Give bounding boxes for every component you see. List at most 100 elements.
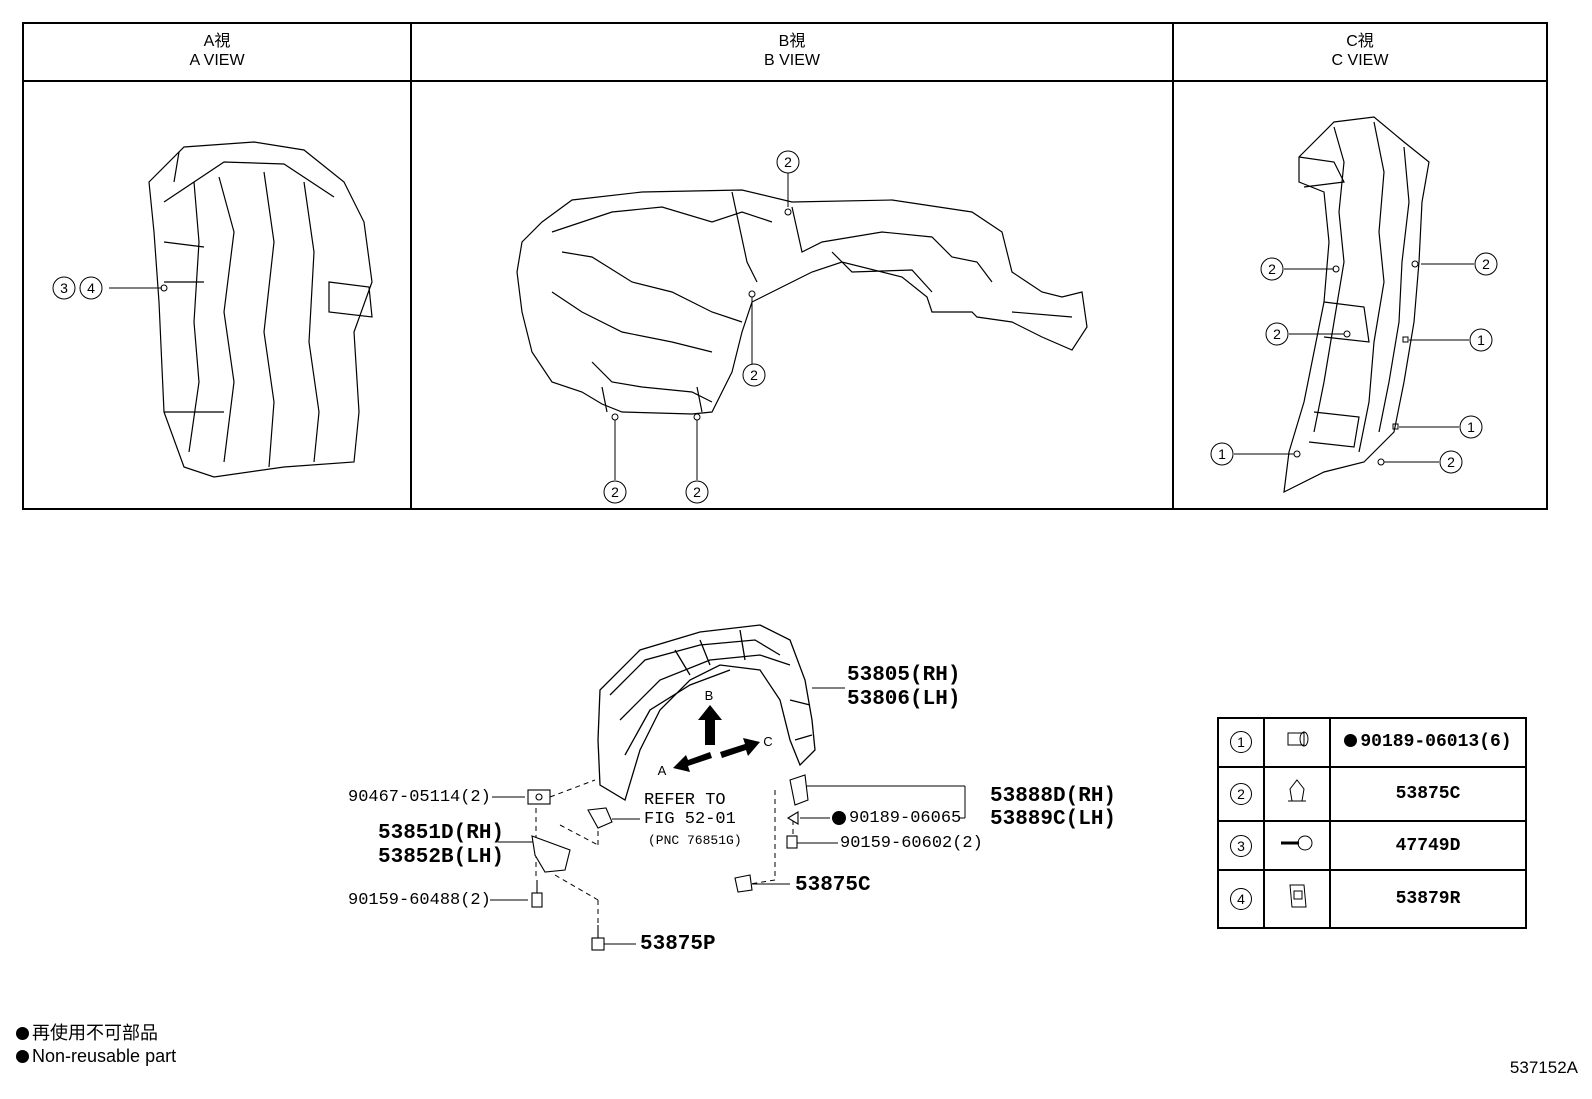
b-view-drawing: 2 2 2 2 xyxy=(516,150,1088,504)
table-part-cell: 53875C xyxy=(1329,765,1527,823)
bracket-icon xyxy=(531,835,571,873)
label-53875p: 53875P xyxy=(640,933,716,956)
table-num: 3 xyxy=(1230,834,1252,857)
label-53852b-lh: 53852B(LH) xyxy=(378,846,505,869)
panel-c-title-en: C VIEW xyxy=(1331,52,1389,69)
drawing-number: 537152A xyxy=(1509,1058,1578,1077)
c-callout-6: 1 xyxy=(1218,446,1226,462)
panel-a-title-jp: A視 xyxy=(203,33,231,50)
label-refer-line2: FIG 52-01 xyxy=(644,810,736,829)
arrow-a-label: A xyxy=(658,763,667,778)
c-view-leaders xyxy=(1234,260,1474,466)
fastener-table: 1 90189-06013(6) 2 53875C 3 47749D 4 538… xyxy=(1217,717,1527,929)
screw-grommet-icon xyxy=(1281,835,1313,851)
table-part: 90189-06013(6) xyxy=(1360,732,1512,753)
panel-a-title-en: A VIEW xyxy=(189,52,245,69)
table-icon-cell xyxy=(1263,717,1331,768)
table-icon-cell xyxy=(1263,765,1331,823)
clip-nonreuse-icon xyxy=(786,811,799,825)
arrow-c-label: C xyxy=(763,734,772,749)
view-panels: A視 A VIEW 3 4 xyxy=(22,22,1548,510)
a-view-drawing: 3 4 xyxy=(52,141,373,478)
b-view-liner-outline xyxy=(516,189,1088,415)
panel-b-title-jp: B視 xyxy=(778,33,806,50)
nonreuse-dot-icon xyxy=(832,811,846,825)
table-num-cell: 3 xyxy=(1217,820,1265,872)
label-90189-06065: 90189-06065 xyxy=(849,809,962,828)
main-leaders xyxy=(490,687,966,945)
table-icon-cell xyxy=(1263,820,1331,872)
fender-liner-drawing xyxy=(597,624,816,801)
a-view-hole xyxy=(160,284,168,292)
table-part: 47749D xyxy=(1395,835,1461,856)
table-icon-cell xyxy=(1263,869,1331,929)
table-part-cell: 90189-06013(6) xyxy=(1329,717,1527,768)
label-refer-line3: (PNC 76851G) xyxy=(648,833,742,848)
panel-b-header: B視 B VIEW xyxy=(412,24,1172,82)
table-num: 4 xyxy=(1230,888,1252,911)
panel-b-title-en: B VIEW xyxy=(763,52,820,69)
a-callout-2: 4 xyxy=(87,280,95,296)
c-view-drawing: 2 2 2 1 1 1 2 xyxy=(1210,116,1498,494)
legend: 再使用不可部品 Non-reusable part xyxy=(16,1022,176,1068)
arrow-c-icon xyxy=(720,738,760,758)
legend-en: Non-reusable part xyxy=(16,1045,176,1068)
nut-clip-icon xyxy=(527,789,551,805)
b-callout-3: 2 xyxy=(611,484,619,500)
b-view-callouts: 2 2 2 2 xyxy=(603,150,800,504)
table-num-cell: 4 xyxy=(1217,869,1265,929)
label-53806-lh: 53806(LH) xyxy=(847,688,961,711)
label-90159-60488: 90159-60488(2) xyxy=(348,891,491,910)
a-callout-1: 3 xyxy=(60,280,68,296)
label-53875c: 53875C xyxy=(795,874,871,897)
legend-jp-text: 再使用不可部品 xyxy=(32,1023,158,1043)
c-view-liner-outline xyxy=(1283,116,1430,494)
legend-dot-icon xyxy=(16,1027,29,1040)
push-clip-icon xyxy=(1287,731,1309,747)
table-num: 1 xyxy=(1230,731,1252,754)
table-num-cell: 2 xyxy=(1217,765,1265,823)
table-part-cell: 47749D xyxy=(1329,820,1527,872)
label-53889c-lh: 53889C(LH) xyxy=(990,808,1117,831)
b-view-leaders xyxy=(611,172,792,480)
panel-a-view: A視 A VIEW 3 4 xyxy=(24,24,410,508)
c-callout-5: 1 xyxy=(1467,419,1475,435)
panel-b-view: B視 B VIEW xyxy=(410,24,1172,508)
c-view-callouts: 2 2 2 1 1 1 2 xyxy=(1210,252,1498,474)
b-callout-4: 2 xyxy=(693,484,701,500)
panel-a-header: A視 A VIEW xyxy=(24,24,410,82)
nut-clip-icon xyxy=(1289,884,1307,908)
label-53851d-rh: 53851D(RH) xyxy=(378,822,505,845)
table-part: 53879R xyxy=(1395,889,1461,910)
arrow-b-label: B xyxy=(705,688,714,703)
a-view-callouts: 3 4 xyxy=(52,276,103,300)
table-row: 1 90189-06013(6) xyxy=(1217,717,1527,768)
panel-c-header: C視 C VIEW xyxy=(1174,24,1546,82)
main-fasteners xyxy=(527,774,809,951)
table-row: 3 47749D xyxy=(1217,820,1527,872)
legend-jp: 再使用不可部品 xyxy=(16,1022,176,1045)
c-callout-4: 1 xyxy=(1477,332,1485,348)
a-view-liner-outline xyxy=(148,141,373,478)
c-callout-1: 2 xyxy=(1268,261,1276,277)
nonreuse-dot-icon xyxy=(1344,734,1358,748)
label-refer-line1: REFER TO xyxy=(644,791,726,810)
panel-c-title-jp: C視 xyxy=(1346,33,1374,50)
label-90159-60602: 90159-60602(2) xyxy=(840,834,983,853)
arrow-b-icon xyxy=(698,705,722,745)
fender-clip-icon xyxy=(1288,779,1306,802)
screw-bottom-icon xyxy=(591,925,605,951)
label-53805-rh: 53805(RH) xyxy=(847,664,961,687)
b-callout-2: 2 xyxy=(750,367,758,383)
bolt-right-icon xyxy=(786,835,798,849)
c-callout-7: 2 xyxy=(1447,454,1455,470)
legend-en-text: Non-reusable part xyxy=(32,1046,177,1066)
panel-c-view: C視 C VIEW xyxy=(1172,24,1546,508)
c-callout-2: 2 xyxy=(1482,256,1490,272)
table-part-cell: 53879R xyxy=(1329,869,1527,929)
table-part: 53875C xyxy=(1395,784,1461,805)
legend-dot-icon xyxy=(16,1050,29,1063)
label-53888d-rh: 53888D(RH) xyxy=(990,785,1117,808)
shield-icon xyxy=(789,774,809,806)
